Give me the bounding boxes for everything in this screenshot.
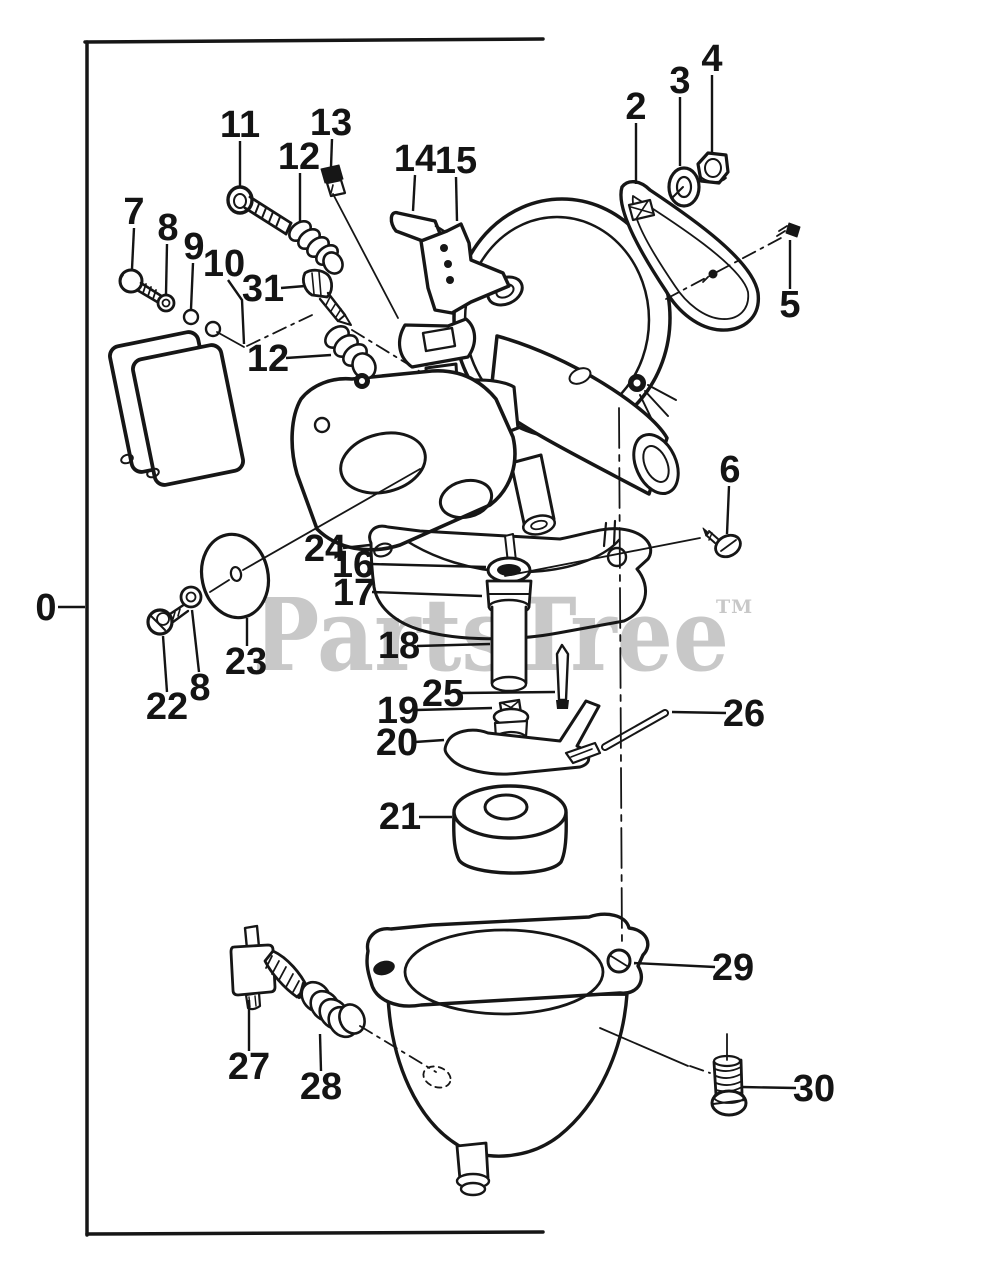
bowl-gasket xyxy=(368,524,653,641)
part-label: 27 xyxy=(228,1046,270,1088)
flange-nut-4 xyxy=(696,151,730,185)
idle-spring xyxy=(300,980,366,1039)
part-label: 28 xyxy=(300,1066,342,1108)
float xyxy=(452,784,568,875)
leader-line xyxy=(190,609,201,673)
part-label: 6 xyxy=(719,449,740,491)
leader-line xyxy=(454,176,459,222)
part-label: 26 xyxy=(723,693,765,735)
part-label: 31 xyxy=(242,268,284,310)
leader-line xyxy=(285,353,332,360)
part-label: 13 xyxy=(310,102,352,144)
mounting-flange xyxy=(290,369,517,552)
choke-bracket xyxy=(619,180,760,332)
part-label: 22 xyxy=(146,686,188,728)
leader-line xyxy=(725,485,731,535)
part-label: 21 xyxy=(379,796,421,838)
leader-line xyxy=(164,243,169,295)
leader-line xyxy=(280,284,306,290)
part-label: 4 xyxy=(701,38,722,80)
leader-line xyxy=(161,635,169,693)
part-label: 23 xyxy=(225,641,267,683)
part-label: 14 xyxy=(394,138,436,180)
lock-washer-3 xyxy=(667,166,701,208)
leader-line xyxy=(671,710,727,715)
top-bolt xyxy=(226,185,293,236)
part-label: 16 xyxy=(332,544,374,586)
part-label: 10 xyxy=(203,243,245,285)
spring-upper xyxy=(288,219,344,275)
part-label: 3 xyxy=(669,60,690,102)
float-arm xyxy=(443,699,602,776)
throttle-lever xyxy=(389,210,511,315)
leader-line xyxy=(318,1033,323,1072)
leader-line xyxy=(411,174,417,212)
watermark-tm: TM xyxy=(716,596,753,618)
part-label: 11 xyxy=(220,104,260,146)
assembly-lines xyxy=(209,193,782,1074)
part-label: 24 xyxy=(304,528,346,570)
fuel-fitting xyxy=(509,453,557,536)
carburetor-drawing xyxy=(108,151,801,1197)
frame-border xyxy=(83,37,545,1237)
float-valve-seat xyxy=(485,533,533,616)
leader-line xyxy=(189,262,195,310)
part-label: 7 xyxy=(123,191,144,233)
part-label: 20 xyxy=(376,722,418,764)
part-label: 12 xyxy=(247,338,289,380)
part-label: 8 xyxy=(157,207,178,249)
leader-line xyxy=(371,590,483,598)
part-label: 15 xyxy=(435,140,477,182)
part-label: 2 xyxy=(625,86,646,128)
part-label: 17 xyxy=(333,572,375,614)
main-jet xyxy=(490,605,528,693)
small-screw-13 xyxy=(320,164,347,198)
pilot-screw xyxy=(302,268,377,389)
cover-plate xyxy=(108,330,245,487)
idle-screw xyxy=(229,924,314,1011)
part-label: 9 xyxy=(183,226,204,268)
link-rod xyxy=(601,709,669,751)
leader-line xyxy=(415,706,493,712)
part-label: 29 xyxy=(712,947,754,989)
needle-valve xyxy=(555,643,570,709)
leader-line xyxy=(227,279,246,345)
part-label: 5 xyxy=(779,284,800,326)
screw-6 xyxy=(702,527,742,559)
leader-line xyxy=(329,138,334,168)
part-label: 30 xyxy=(793,1068,835,1110)
leader-line xyxy=(741,1085,797,1090)
cover-screw xyxy=(118,268,222,338)
disc-23 xyxy=(199,532,271,620)
part-label: 19 xyxy=(377,690,419,732)
leader-line xyxy=(460,690,556,695)
leader-line xyxy=(416,642,491,648)
part-label: 8 xyxy=(189,667,210,709)
leader-line xyxy=(414,738,445,744)
part-label: 12 xyxy=(278,136,320,178)
leader-line xyxy=(370,562,487,569)
float-bowl xyxy=(365,912,650,1197)
leader-line xyxy=(130,227,136,270)
drain-screw xyxy=(710,1054,748,1117)
bottom-screw-22 xyxy=(146,585,203,636)
leader-line xyxy=(633,961,716,969)
leader-line xyxy=(342,543,371,550)
part-label: 18 xyxy=(378,625,420,667)
part-label: 0 xyxy=(35,587,56,629)
small-screw-5 xyxy=(776,222,801,238)
main-tube xyxy=(488,334,680,496)
